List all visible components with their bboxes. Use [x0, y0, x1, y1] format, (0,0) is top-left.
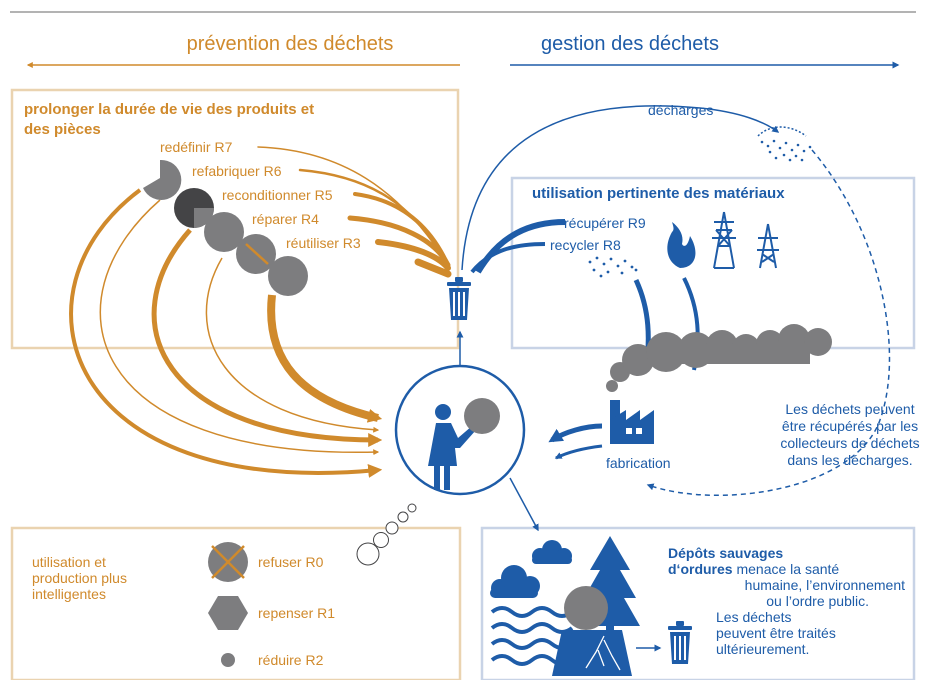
- smarter-title-line2: production plus: [32, 570, 127, 586]
- materials-title: utilisation pertinente des matériaux: [532, 185, 785, 202]
- smarter-box: [10, 526, 462, 680]
- recovery-dashed-path: [646, 149, 891, 497]
- arc-r3: [267, 294, 383, 423]
- rethink-hexagon-icon: [208, 596, 248, 630]
- fire-icon: [667, 222, 696, 268]
- fabrication-label: fabrication: [606, 455, 671, 471]
- clouds-icon: [490, 540, 572, 598]
- label-recuperer-r9: récupérer R9: [564, 215, 646, 231]
- arc-r4: [205, 257, 380, 433]
- power-pylon-icon: [712, 211, 779, 269]
- flow-main: [414, 258, 452, 278]
- depots-box: [480, 526, 916, 680]
- collectors-line1: Les déchets peuvent: [785, 401, 914, 417]
- thought-bubbles: [356, 503, 417, 566]
- flow-r3: [375, 239, 451, 271]
- depots-line3: humaine, l’environnement: [745, 577, 905, 593]
- collectors-line4: dans les décharges.: [787, 452, 912, 468]
- gestion-title: gestion des déchets: [541, 33, 719, 55]
- depots-title-line1: Dépôts sauvages: [668, 545, 783, 561]
- consumer-circle: [394, 364, 526, 496]
- label-refuser-r0: refuser R0: [258, 554, 324, 570]
- arc-r6: [99, 199, 380, 456]
- factory-to-person-arrow-1: [548, 423, 603, 443]
- trash-bin-icon: [447, 277, 471, 320]
- collectors-line3: collecteurs de déchets: [780, 435, 919, 451]
- materials-box: [510, 176, 916, 350]
- depots-line2-rest: menace la santé: [733, 561, 840, 577]
- return-arcs: [69, 188, 383, 478]
- collectors-line2: être récupérés par les: [782, 418, 918, 434]
- factory-icon: [610, 400, 654, 444]
- depots-line6: peuvent être traités: [716, 625, 836, 641]
- depots-line5: Les déchets: [716, 609, 792, 625]
- label-recycler-r8: recycler R8: [550, 237, 621, 253]
- held-product-circle: [464, 398, 500, 434]
- person-icon: [428, 404, 476, 490]
- label-reutiliser-r3: réutiliser R3: [286, 235, 361, 251]
- landfill-icon: [757, 126, 812, 162]
- factory-to-person-arrow-2: [554, 444, 603, 460]
- reduce-dot-icon: [221, 653, 235, 667]
- repair-mark: [245, 243, 269, 265]
- prolonger-box: [10, 88, 460, 350]
- roots-icon: [585, 635, 621, 671]
- prevention-title: prévention des déchets: [187, 33, 394, 55]
- flow-to-decharges: [461, 105, 780, 271]
- arc-r5: [151, 228, 383, 447]
- product-lifecycle-circles: [143, 159, 308, 296]
- person-to-depots-arrow: [509, 477, 539, 532]
- trash-bin-small-icon: [668, 621, 692, 664]
- ground-icon: [552, 630, 632, 676]
- depots-title-line2: d‘ordures: [668, 561, 733, 577]
- circle-r3: [268, 256, 308, 296]
- label-redefinir-r7: redéfinir R7: [160, 139, 233, 155]
- decharges-label: décharges: [648, 102, 713, 118]
- label-reduire-r2: réduire R2: [258, 652, 324, 668]
- depots-line2: d‘ordures menace la santé: [668, 561, 839, 577]
- refuse-icon: [208, 542, 248, 582]
- prolonger-title-line1: prolonger la durée de vie des produits e…: [24, 101, 314, 118]
- circle-r5: [204, 212, 244, 252]
- smoke-cloud-icon: [606, 324, 832, 392]
- smarter-title-line3: intelligentes: [32, 586, 106, 602]
- dumped-waste-circle: [564, 586, 608, 630]
- circle-r7: [143, 159, 182, 200]
- flow-r4: [347, 215, 451, 268]
- label-reconditionner-r5: reconditionner R5: [222, 187, 333, 203]
- recycled-particles-icon: [588, 256, 638, 278]
- label-refabriquer-r6: refabriquer R6: [192, 163, 282, 179]
- r-level-flows: [257, 146, 452, 278]
- smarter-title-line1: utilisation et: [32, 554, 106, 570]
- depots-line4: ou l’ordre public.: [766, 593, 869, 609]
- prolonger-title-line2: des pièces: [24, 121, 101, 138]
- arc-r7: [69, 188, 383, 478]
- flow-to-recycler: [470, 242, 546, 274]
- label-reparer-r4: réparer R4: [252, 211, 319, 227]
- depots-line7: ultérieurement.: [716, 641, 809, 657]
- label-repenser-r1: repenser R1: [258, 605, 335, 621]
